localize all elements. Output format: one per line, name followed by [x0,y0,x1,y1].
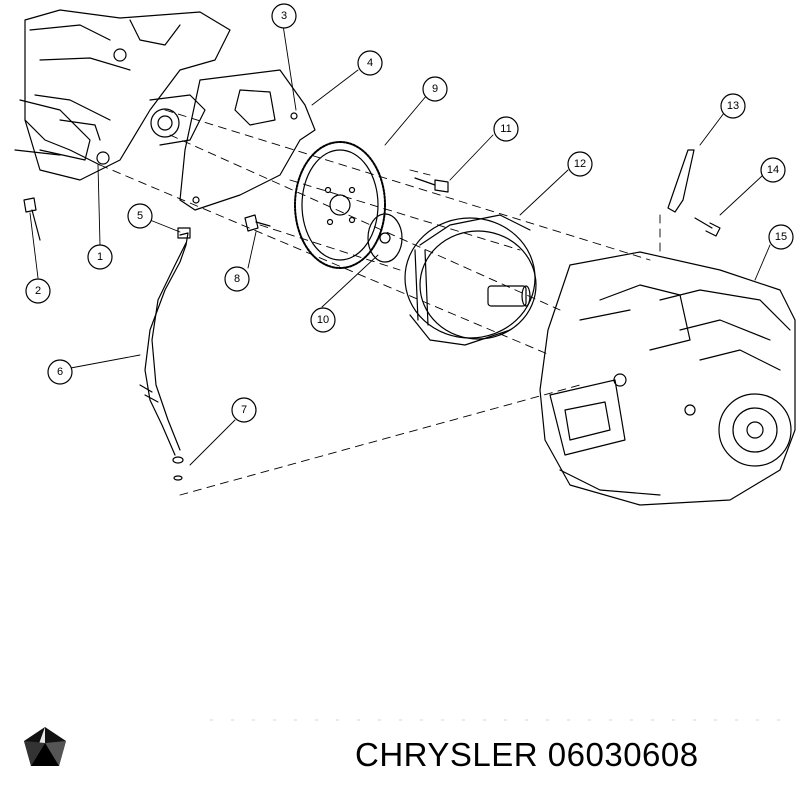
leader-lines [29,24,771,466]
callout-15: 15 [768,224,794,250]
alignment-lines [99,109,661,496]
svg-text:11: 11 [500,123,511,135]
callout-6: 6 [47,359,73,385]
adapter-plate [179,69,316,211]
transaxle [539,251,796,506]
bolt-8 [244,214,271,232]
callout-5: 5 [127,203,153,229]
svg-text:3: 3 [281,10,287,22]
bolt-11 [414,177,449,193]
callout-1: 1 [87,244,113,270]
callout-3: 3 [271,3,297,29]
svg-text:12: 12 [574,158,586,170]
svg-text:9: 9 [432,83,438,95]
brand-part-number: CHRYSLER 06030608 [355,736,699,773]
svg-text:4: 4 [367,57,373,69]
callout-13: 13 [720,93,746,119]
svg-text:13: 13 [727,100,739,112]
svg-text:15: 15 [775,231,787,243]
reinforcement-plate [367,213,403,263]
torque-converter [404,214,537,346]
callout-10: 10 [310,307,336,333]
bracket-13 [667,149,695,213]
callout-7: 7 [231,397,257,423]
engine-block [14,9,231,181]
callout-4: 4 [357,50,383,76]
svg-text:6: 6 [57,366,63,378]
bolt-2 [23,197,41,241]
svg-text:7: 7 [241,404,247,416]
callout-8: 8 [224,266,250,292]
svg-text:10: 10 [317,314,329,326]
dipstick-tube [139,227,191,456]
flexplate [294,141,386,269]
bolt-14 [694,217,721,237]
svg-text:1: 1 [97,251,103,263]
callout-12: 12 [567,151,593,177]
callouts: 1 2 3 4 5 6 7 8 9 10 11 12 13 14 15 [25,3,794,423]
callout-9: 9 [422,76,448,102]
svg-text:5: 5 [137,210,143,222]
callout-11: 11 [493,116,519,142]
callout-2: 2 [25,278,51,304]
o-ring-7 [172,456,184,481]
chrysler-pentastar-icon [24,727,66,766]
svg-text:8: 8 [234,273,240,285]
svg-text:2: 2 [35,285,41,297]
callout-14: 14 [760,157,786,183]
svg-text:14: 14 [767,164,779,176]
